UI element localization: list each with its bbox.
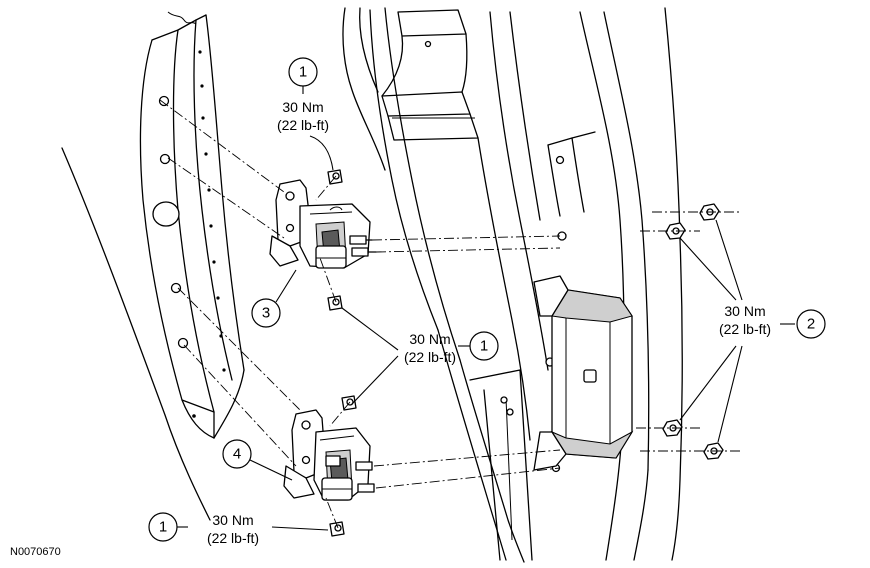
figure-id: N0070670: [10, 546, 61, 558]
callout-lower-hinge-bolt: 1 30 Nm (22 lb-ft): [148, 512, 329, 546]
callout-number: 4: [233, 446, 241, 463]
torque-value-lbft: (22 lb-ft): [719, 321, 771, 337]
alignment-lines: [159, 99, 740, 529]
door-panel: [61, 11, 245, 521]
torque-value-lbft: (22 lb-ft): [207, 530, 259, 546]
body-hinge-nuts: [662, 203, 724, 460]
callout-body-hinge-nuts: 30 Nm (22 lb-ft) 2: [679, 219, 826, 443]
hinge-pillar: [533, 7, 683, 561]
body-pillar: [342, 7, 549, 563]
callout-upper-hinge: 3: [251, 269, 297, 328]
callout-lower-hinge: 4: [222, 439, 293, 481]
bolt-lower-bottom: [329, 521, 345, 537]
callout-middle-hinge-bolts: 30 Nm (22 lb-ft) 1: [341, 307, 499, 405]
torque-value-lbft: (22 lb-ft): [404, 349, 456, 365]
callout-number: 1: [299, 64, 307, 81]
torque-value-lbft: (22 lb-ft): [277, 117, 329, 133]
callout-number: 1: [159, 519, 167, 536]
torque-value-nm: 30 Nm: [409, 331, 450, 347]
callout-number: 1: [480, 338, 488, 355]
callout-upper-hinge-bolt: 1 30 Nm (22 lb-ft): [277, 57, 334, 171]
torque-value-nm: 30 Nm: [212, 512, 253, 528]
callout-number: 2: [807, 316, 815, 333]
upper-door-hinge: [269, 179, 377, 269]
lower-door-hinge: [283, 409, 375, 501]
torque-value-nm: 30 Nm: [282, 99, 323, 115]
torque-value-nm: 30 Nm: [724, 303, 765, 319]
callout-number: 3: [262, 305, 270, 322]
